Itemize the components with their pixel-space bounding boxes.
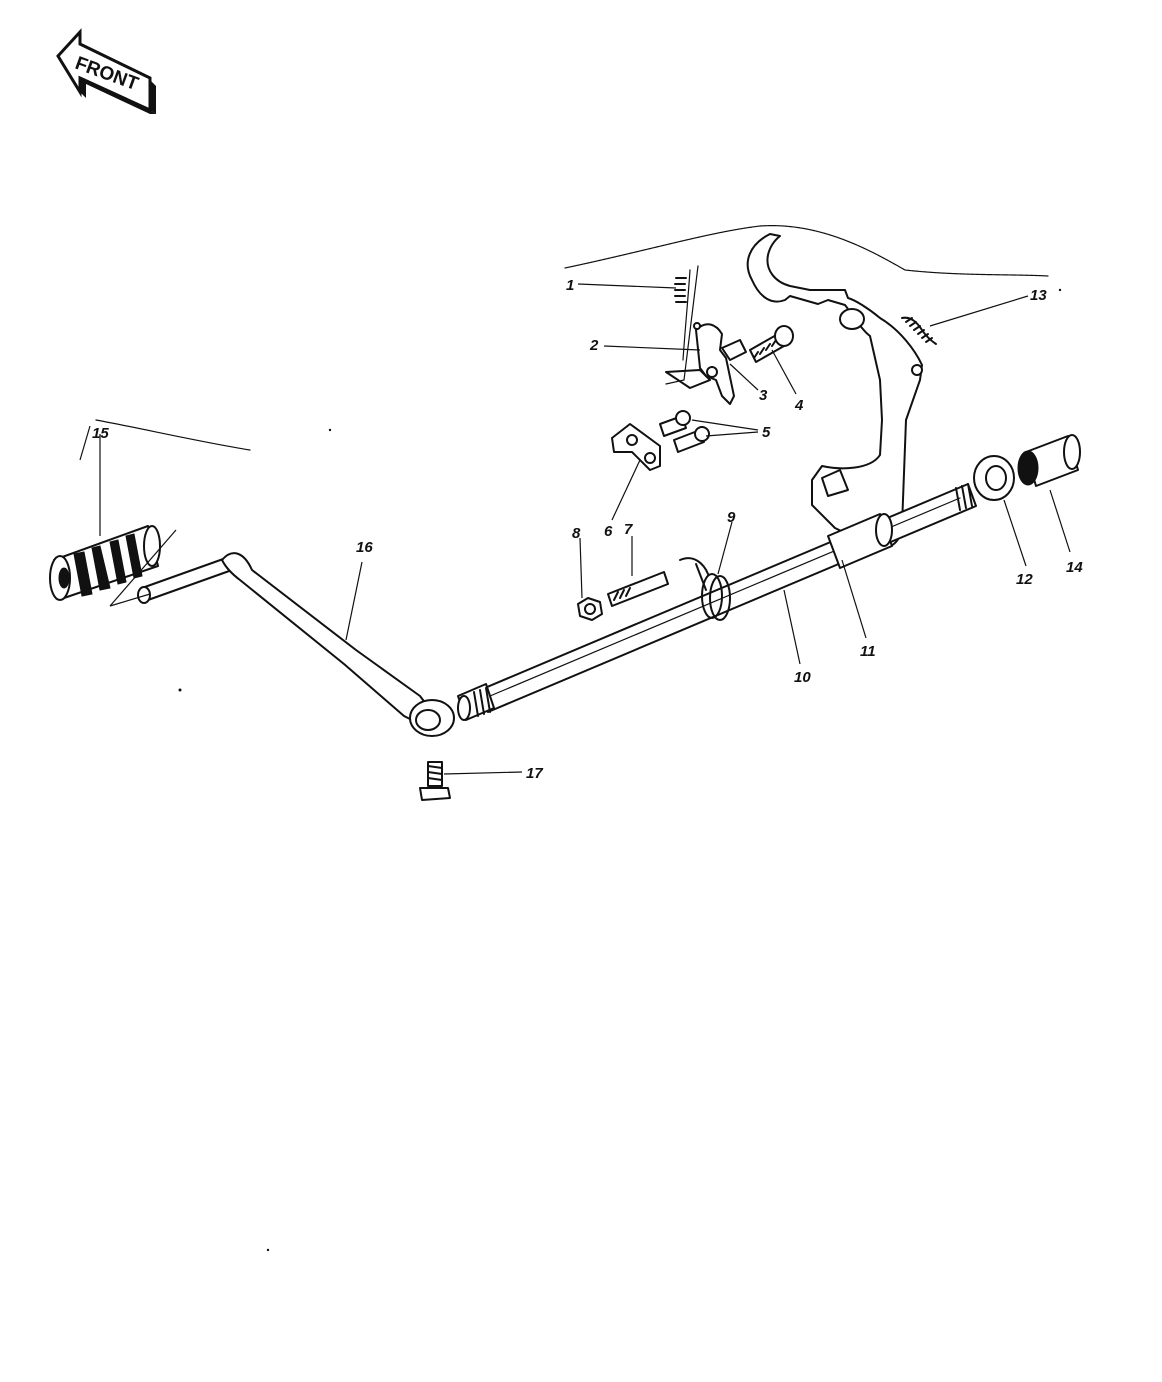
speck: [266, 1248, 270, 1252]
callout-16: 16: [356, 539, 373, 556]
part-12-washer: [973, 455, 1015, 501]
guide-curve-left: [95, 419, 251, 451]
part-3-arm: [665, 369, 711, 389]
callout-9: 9: [727, 509, 736, 526]
callout-8: 8: [572, 525, 581, 542]
part-16-pedal-arm: [137, 552, 455, 737]
part-7-stud: [607, 571, 669, 607]
part-17-bolt: [419, 761, 451, 801]
speck: [1058, 288, 1062, 292]
part-3-pin: [721, 339, 747, 361]
part-6-bracket: [611, 423, 661, 471]
callout-6: 6: [604, 523, 613, 540]
callout-1: 1: [566, 277, 574, 294]
callout-11: 11: [860, 643, 876, 660]
leader-lines: [79, 283, 1071, 775]
callout-17: 17: [526, 765, 543, 782]
callout-12: 12: [1016, 571, 1033, 588]
part-13-lever-arm: [746, 233, 923, 549]
part-13-spring: [901, 316, 937, 345]
callout-14: 14: [1066, 559, 1083, 576]
callout-3: 3: [759, 387, 768, 404]
front-arrow-icon: FRONT: [56, 28, 156, 114]
part-9-clip: [679, 557, 731, 621]
callout-labels: 1 2 3 4 5 6 7 8 9 10 11 12 13 14 15 16 1…: [92, 277, 1083, 782]
part-10-shaft: [457, 483, 977, 721]
guide-curve-top: [564, 225, 1049, 277]
speck: [328, 428, 332, 432]
part-8-nut: [577, 597, 603, 621]
callout-5: 5: [762, 424, 771, 441]
callout-2: 2: [589, 337, 599, 354]
part-14-collar: [1017, 434, 1081, 487]
part-2-plate: [693, 322, 735, 405]
callout-7: 7: [624, 521, 633, 538]
part-11-bushing: [827, 513, 893, 569]
part-1-spring: [665, 265, 699, 385]
callout-10: 10: [794, 669, 811, 686]
part-5-bolts: [659, 410, 710, 453]
callout-4: 4: [794, 397, 804, 414]
callout-13: 13: [1030, 287, 1047, 304]
part-4-bolt: [749, 325, 794, 363]
speck: [178, 688, 182, 692]
part-15-pedal-rubber: [49, 525, 161, 601]
callout-15: 15: [92, 425, 109, 442]
